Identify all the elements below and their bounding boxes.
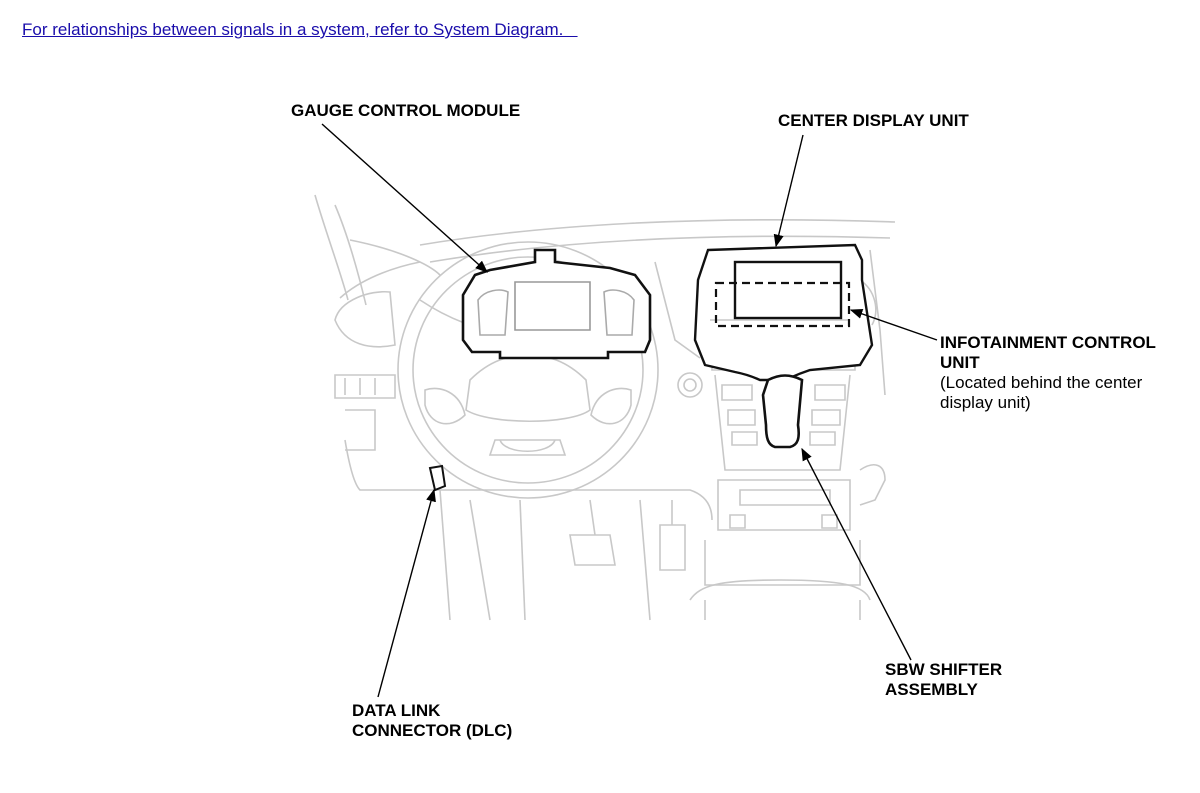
sbw-shifter-shape [761,374,804,449]
dlc-shape [428,464,447,492]
infotainment-control-unit-label: INFOTAINMENT CONTROL UNIT (Located behin… [940,333,1156,413]
sbw-label-line2: ASSEMBLY [885,680,978,699]
center-display-unit-shape [693,243,874,382]
steering-wheel [397,241,659,499]
system-diagram-link[interactable]: For relationships between signals in a s… [22,20,578,39]
infotainment-label-line2: UNIT [940,353,980,372]
leader-lines [321,123,938,698]
dlc-label-line1: DATA LINK [352,701,441,720]
gauge-control-module-shape [461,248,652,360]
dlc-label-line2: CONNECTOR (DLC) [352,721,513,740]
center-display-unit-label: CENTER DISPLAY UNIT [778,111,969,130]
infotainment-note-line1: (Located behind the center [940,373,1143,392]
infotainment-note-line2: display unit) [940,393,1031,412]
gauge-control-module-label: GAUGE CONTROL MODULE [291,101,521,120]
data-link-connector-label: DATA LINK CONNECTOR (DLC) [352,701,512,741]
sbw-label-line1: SBW SHIFTER [885,660,1003,679]
sbw-shifter-assembly-label: SBW SHIFTER ASSEMBLY [885,660,1002,700]
infotainment-label-line1: INFOTAINMENT CONTROL [940,333,1156,352]
